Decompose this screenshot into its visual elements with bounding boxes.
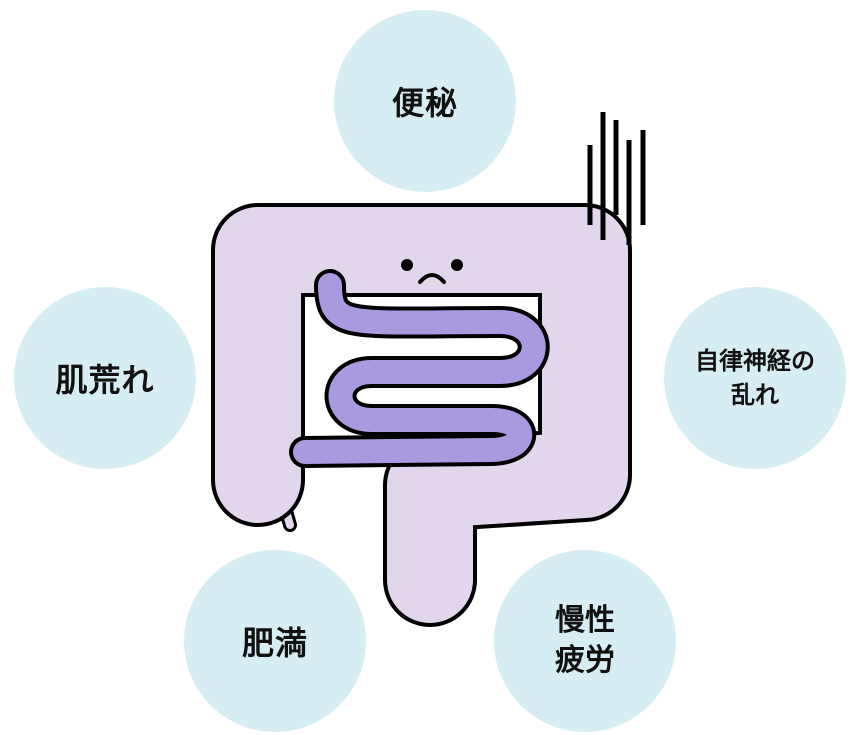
large-intestine <box>211 203 632 627</box>
symptom-chronic-fatigue: 慢性疲労 <box>494 550 676 732</box>
symptom-label: 乱れ <box>731 380 779 409</box>
symptom-label: 自律神経の <box>695 346 815 375</box>
symptom-label: 疲労 <box>555 643 615 678</box>
gloom-lines-icon <box>587 112 646 245</box>
symptom-label: 肥満 <box>241 624 308 662</box>
symptom-constipation: 便秘 <box>334 10 516 192</box>
symptom-skin-trouble: 肌荒れ <box>14 287 196 469</box>
symptom-label: 肌荒れ <box>55 361 155 399</box>
small-intestine <box>289 269 550 468</box>
symptom-label: 便秘 <box>391 84 458 122</box>
sad-face <box>401 259 463 284</box>
symptom-autonomic-imbalance: 自律神経の乱れ <box>664 287 846 469</box>
symptom-label: 慢性 <box>555 603 615 638</box>
symptom-obesity: 肥満 <box>184 550 366 732</box>
